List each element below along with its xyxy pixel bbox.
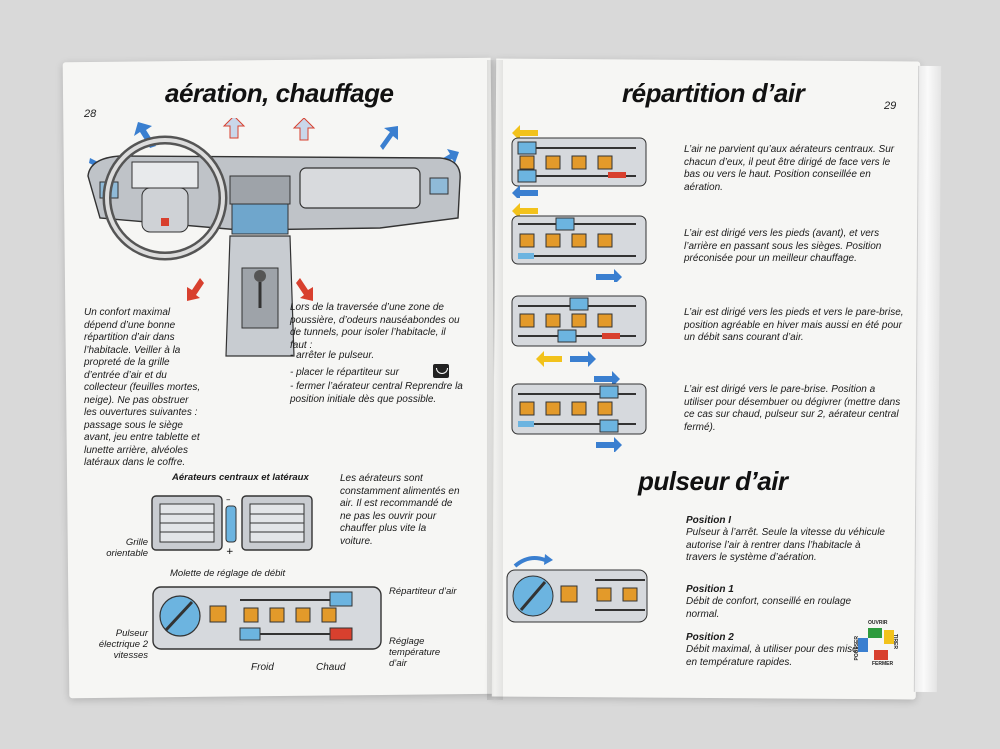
svg-text:–: – [226,495,231,505]
position-1-text: Débit de confort, conseillé en roulage n… [686,596,852,620]
tunnel-step-1: - arrêter le pulseur. [290,350,375,361]
position-2-title: Position 2 [686,632,734,643]
page-number-right: 29 [884,100,897,112]
logo-yellow-square [884,630,894,644]
logo-red-square [874,650,888,660]
label-repartiteur: Répartiteur d’air [389,586,457,597]
blower-panel-illustration [506,554,648,623]
tunnel-step-2: - placer le répartiteur sur [290,367,399,378]
label-pulseur: Pulseur électrique 2 vitesses [98,628,148,661]
label-molette: Molette de réglage de débit [170,568,286,579]
position-1-title: Position 1 [686,584,734,595]
label-froid: Froid [251,662,274,673]
mode-panel-feet-windscreen [511,295,647,367]
mode-text-1: L’air ne parvient qu’aux aérateurs centr… [684,144,895,193]
logo-word-fermer: FERMER [872,661,894,667]
dashboard-illustration [87,118,461,357]
mode-panel-central [511,125,647,198]
page-number-left: 28 [84,108,97,120]
label-reglage: Réglage température d’air [389,636,441,669]
page-title-right: répartition d’air [622,78,805,108]
central-vents-illustration: – + [151,495,313,556]
position-0-title: Position I [686,515,731,526]
page-stack-edge [913,65,942,693]
mode-text-3: L’air est dirigé vers les pieds et vers … [684,307,904,343]
vents-title: Aérateurs centraux et latéraux [172,472,309,483]
mode-text-2: L’air est dirigé vers les pieds (avant),… [684,228,882,264]
tunnel-step-3: - fermer l’aérateur central Reprendre la… [290,381,463,405]
logo-green-square [868,628,882,638]
mode-panel-feet [511,203,647,282]
page-title-left: aération, chauffage [165,78,394,108]
tunnel-paragraph: Lors de la traversée d’une zone de pouss… [290,302,460,351]
logo-word-pousser: POUSSER [854,636,860,661]
control-panel-illustration [152,586,382,650]
book-spine [487,60,503,700]
label-grille: Grille orientable [106,537,148,559]
recirculation-icon [433,364,449,378]
position-2-text: Débit maximal, à utiliser pour des mises… [686,644,863,668]
logo-word-ouvrir: OUVRIR [868,620,888,626]
blower-title: pulseur d’air [638,466,788,496]
svg-text:+: + [226,547,234,556]
logo-blue-square [858,638,868,652]
logo-word-tirer: TIRER [892,634,898,649]
vents-paragraph: Les aérateurs sont constamment alimentés… [340,473,460,547]
intro-paragraph: Un confort maximal dépend d’une bonne ré… [84,307,201,468]
mode-text-4: L’air est dirigé vers le pare-brise. Pos… [684,384,901,433]
position-0-text: Pulseur à l’arrêt. Seule la vitesse du v… [686,527,885,563]
mode-panel-windscreen [511,371,647,452]
ouvrir-fermer-logo: OUVRIR TIRER FERMER POUSSER [854,620,900,667]
label-chaud: Chaud [316,662,346,673]
